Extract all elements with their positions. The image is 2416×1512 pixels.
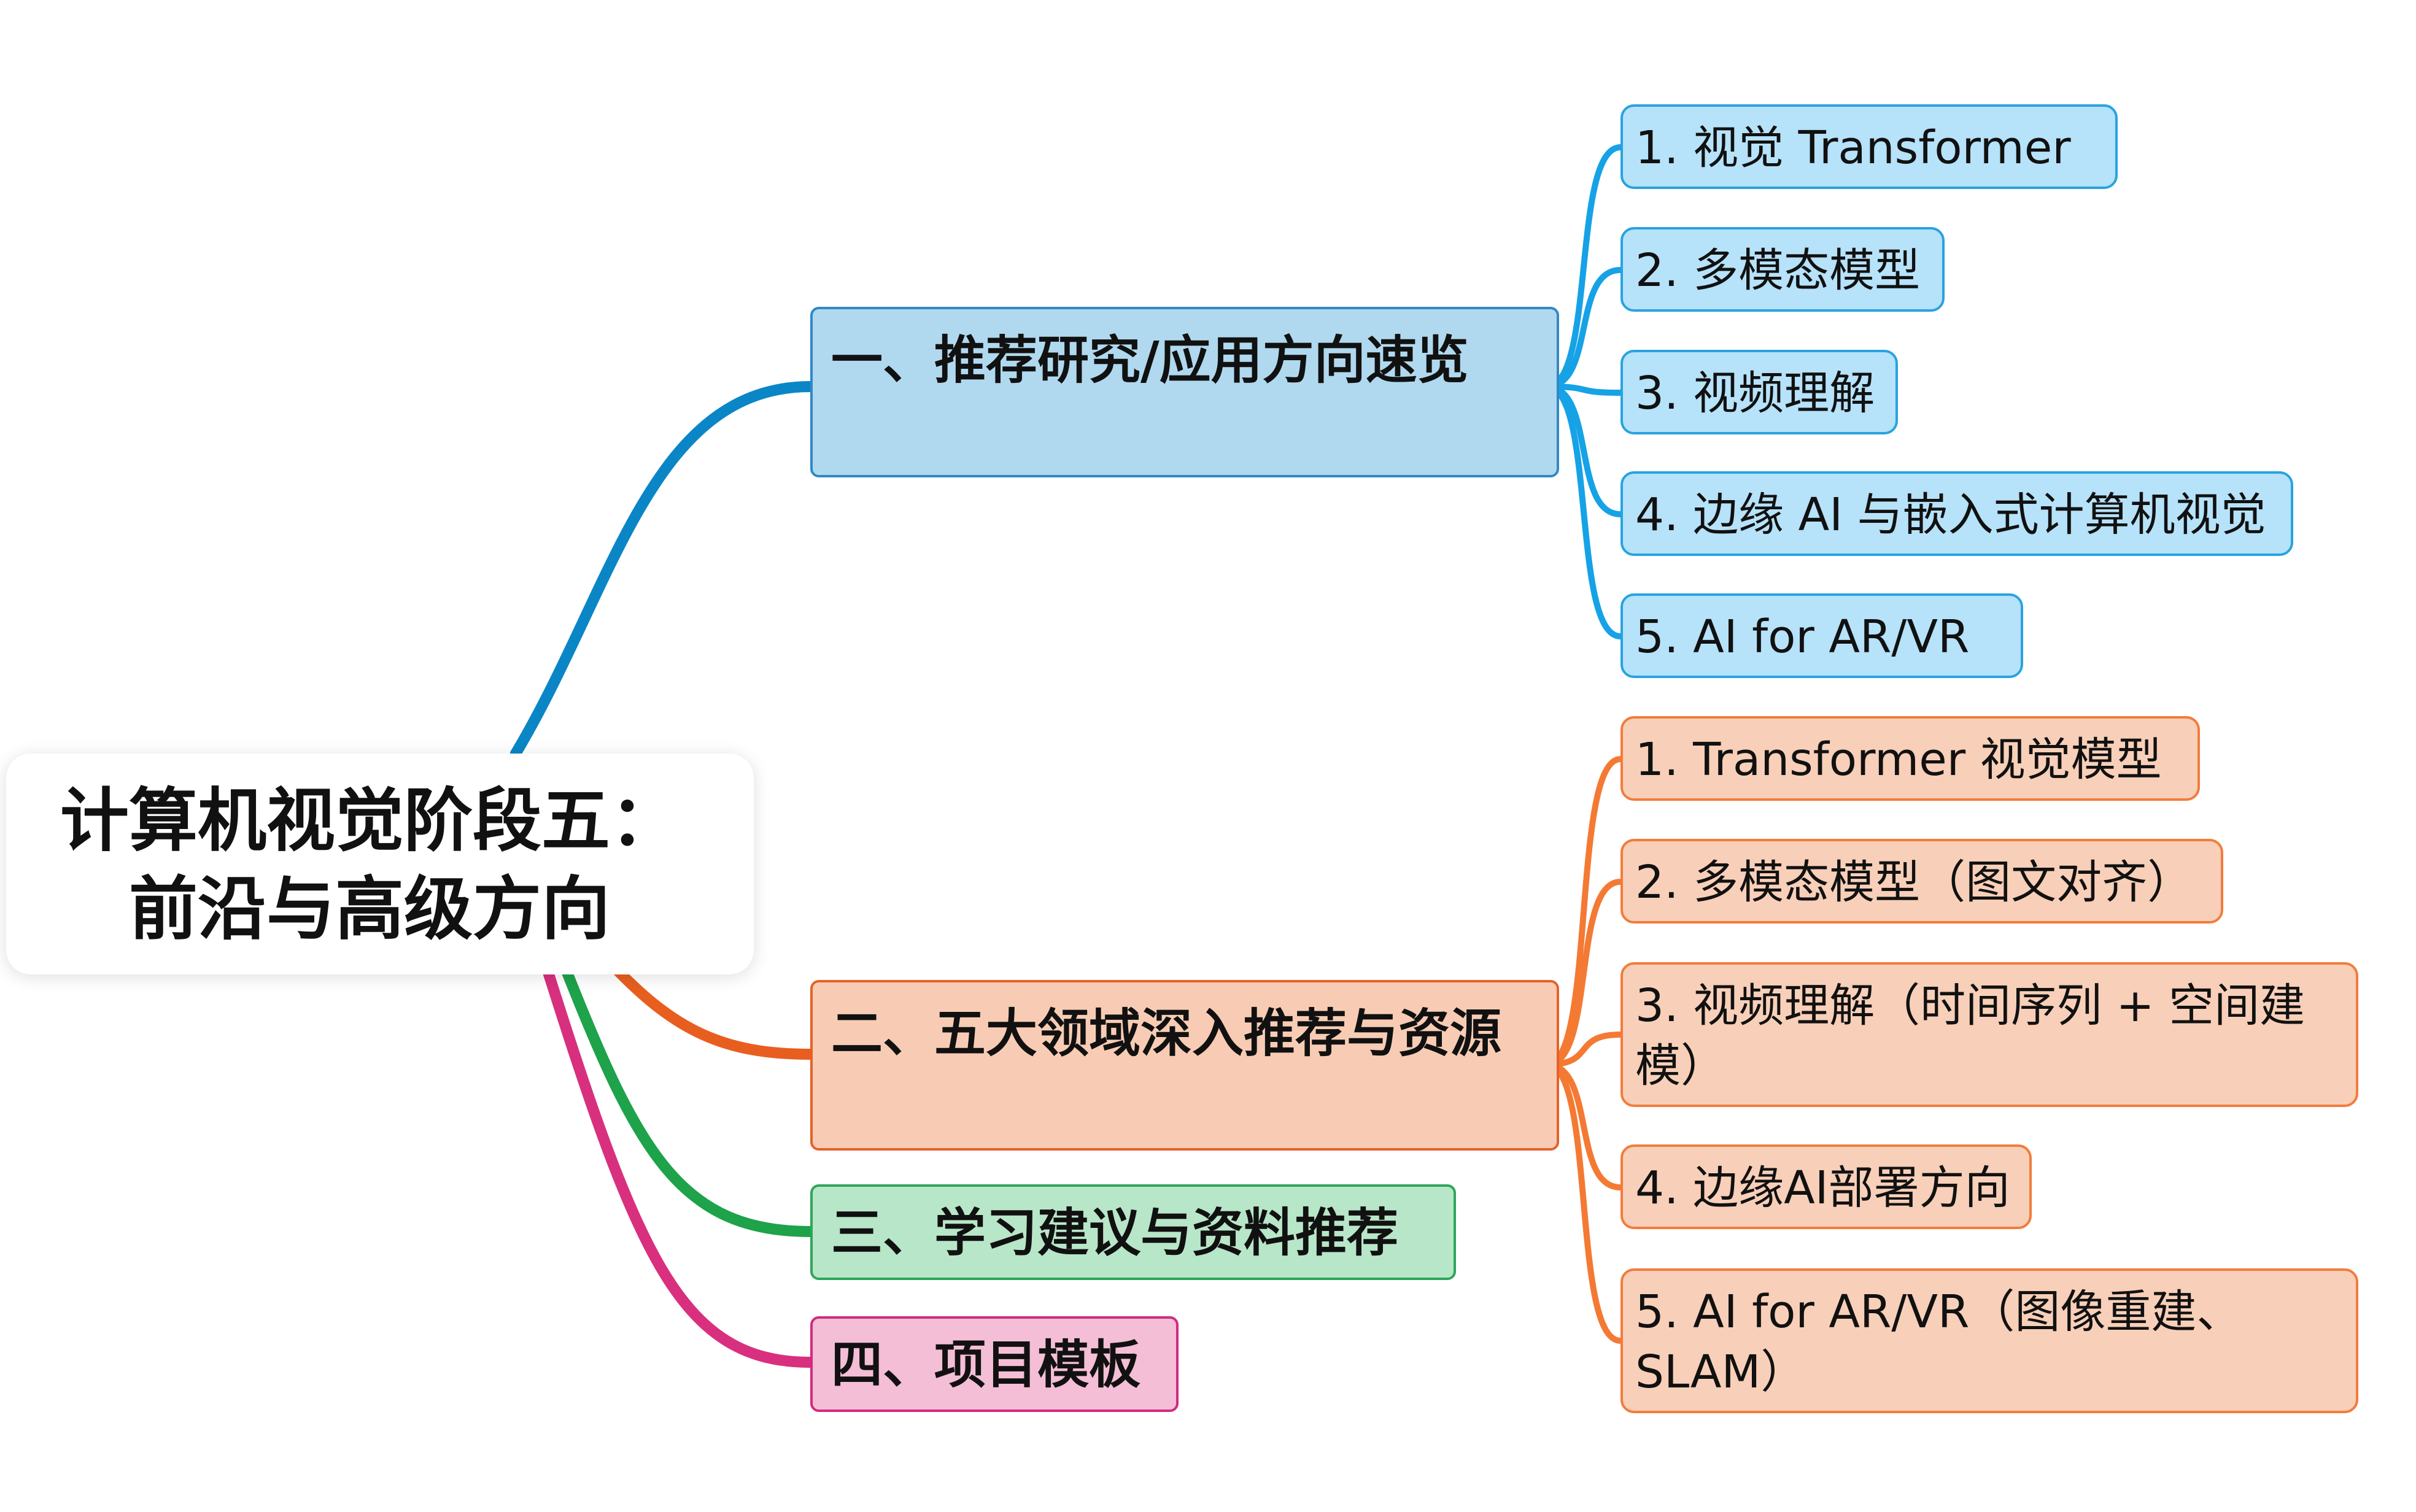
root-title-line-1: 计算机视觉阶段五： [60, 781, 679, 861]
leaf-ai-for-ar-vr[interactable]: 5. AI for AR/VR [1620, 593, 2023, 678]
leaf-transformer-vision-models[interactable]: 1. Transformer 视觉模型 [1620, 716, 2200, 801]
leaf-ar-vr-reconstruction-slam[interactable]: 5. AI for AR/VR（图像重建、SLAM） [1620, 1268, 2358, 1413]
root-topic[interactable]: 计算机视觉阶段五： 前沿与高级方向 [6, 754, 754, 974]
connector-b2-leaf-1 [1544, 756, 1624, 1068]
connector-b2-leaf-3 [1544, 1032, 1624, 1068]
leaf-edge-ai-embedded-cv[interactable]: 4. 边缘 AI 与嵌入式计算机视觉 [1620, 471, 2293, 556]
connector-b1-leaf-2 [1544, 267, 1624, 390]
leaf-video-spatiotemporal[interactable]: 3. 视频理解（时间序列 + 空间建模） [1620, 962, 2358, 1107]
connector-b1-leaf-5 [1544, 384, 1624, 639]
leaf-video-understanding[interactable]: 3. 视频理解 [1620, 350, 1898, 434]
root-title-line-2: 前沿与高级方向 [129, 870, 610, 949]
branch-learning-advice[interactable]: 三、学习建议与资料推荐 [810, 1184, 1456, 1280]
connector-b1-leaf-1 [1544, 144, 1624, 390]
connector-b2-leaf-5 [1544, 1062, 1624, 1344]
connector-root-branch-1 [510, 381, 816, 759]
leaf-multimodal-alignment[interactable]: 2. 多模态模型（图文对齐） [1620, 839, 2223, 924]
connector-root-branch-3 [559, 961, 816, 1237]
connector-b2-leaf-4 [1544, 1062, 1624, 1190]
branch-deep-dive-resources[interactable]: 二、五大领域深入推荐与资源 [810, 980, 1559, 1151]
leaf-vision-transformer[interactable]: 1. 视觉 Transformer [1620, 104, 2118, 189]
leaf-multimodal-models[interactable]: 2. 多模态模型 [1620, 227, 1945, 312]
connector-root-branch-4 [541, 961, 816, 1368]
connector-root-branch-2 [608, 961, 816, 1060]
branch-research-directions[interactable]: 一、推荐研究/应用方向速览 [810, 307, 1559, 477]
connector-b2-leaf-2 [1544, 879, 1624, 1068]
leaf-edge-ai-deployment[interactable]: 4. 边缘AI部署方向 [1620, 1144, 2032, 1229]
branch-project-template[interactable]: 四、项目模板 [810, 1316, 1179, 1412]
connector-b1-leaf-3 [1544, 384, 1624, 396]
